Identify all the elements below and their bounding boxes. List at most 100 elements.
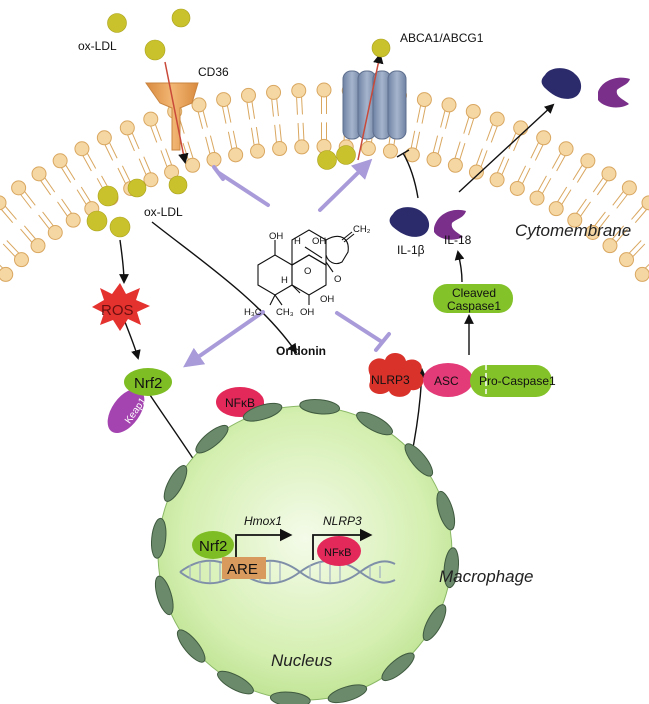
cd36-receptor-icon <box>145 61 199 165</box>
lipid-tail <box>205 136 211 155</box>
are-label: ARE <box>227 561 258 578</box>
lipid-tail <box>276 98 279 117</box>
nuclear-pore <box>422 604 447 641</box>
lipid-tail <box>596 179 609 196</box>
lipid-tail <box>274 124 278 143</box>
svg-text:CH₂: CH₂ <box>353 224 371 235</box>
lipid-tail <box>202 109 208 128</box>
nuclear-pore <box>195 424 229 454</box>
nrf2-nucleus-label: Nrf2 <box>199 538 227 555</box>
lipid-head <box>119 120 135 136</box>
lipid-tail <box>297 123 300 142</box>
svg-text:OH: OH <box>300 307 314 318</box>
lipid-head <box>266 84 282 100</box>
lipid-tail <box>82 154 92 172</box>
lipid-tail <box>644 263 649 269</box>
lipid-tail <box>631 205 644 220</box>
lipid-tail <box>117 167 127 185</box>
oridonin-atom-labels: OH H OH CH₂ O O H H₃C CH₃ OH OH <box>244 224 371 318</box>
lipid-tail <box>232 130 238 149</box>
lipid-tail <box>579 201 591 217</box>
lipid-tail <box>143 156 152 174</box>
lipid-tail <box>227 131 233 150</box>
lipid-head <box>74 141 90 157</box>
lipid-head <box>185 157 201 173</box>
lipid-head <box>360 141 376 157</box>
lipid-head <box>468 164 484 180</box>
lipid-tail <box>279 124 282 143</box>
lipid-tail <box>611 225 625 240</box>
asc-label: ASC <box>434 374 459 388</box>
lipid-tail <box>530 141 540 159</box>
lipid-head <box>31 166 47 182</box>
gene-arrows <box>235 528 373 560</box>
lipid-head <box>513 120 529 136</box>
lipid-tail <box>165 148 173 166</box>
lipid-tail <box>556 154 566 172</box>
lipid-head <box>585 225 601 241</box>
lipid-tail <box>541 178 552 195</box>
lipid-tail <box>160 150 168 168</box>
lipid-tail <box>508 132 517 150</box>
lipid-head <box>11 180 27 196</box>
lipid-tail <box>302 122 305 141</box>
lipid-tail <box>2 243 16 258</box>
lipid-tail <box>121 165 131 183</box>
il18-label: IL-18 <box>444 233 472 247</box>
lipid-tail <box>61 198 73 215</box>
lipid-head <box>291 83 307 99</box>
lipid-tail <box>416 104 422 123</box>
lipid-tail <box>486 123 494 141</box>
nuclear-pore <box>163 465 188 502</box>
lipid-tail <box>521 167 531 185</box>
lipid-tail <box>437 136 443 155</box>
nuclear-pore <box>356 411 393 436</box>
lipid-head <box>489 172 505 188</box>
lipid-head <box>567 212 583 228</box>
lipid-tail <box>592 177 604 193</box>
lipid-tail <box>126 134 135 152</box>
lipid-tail <box>415 131 421 150</box>
lipid-head <box>250 143 266 159</box>
lipid-tail <box>463 116 470 134</box>
lipid-tail <box>57 201 69 217</box>
lipid-head <box>529 190 545 206</box>
ros-label: ROS <box>101 302 134 319</box>
cd36-label: CD36 <box>198 65 229 79</box>
lipid-head <box>536 130 552 146</box>
il1b-label: IL-1β <box>397 243 425 257</box>
lipid-tail <box>410 130 416 149</box>
lipid-head <box>447 157 463 173</box>
nuclear-pore <box>242 402 283 422</box>
lipid-head <box>621 180 637 196</box>
nucleus-label: Nucleus <box>271 651 333 670</box>
lipid-tail <box>226 104 232 123</box>
lipid-tail <box>65 164 76 181</box>
lipid-head <box>96 130 112 146</box>
lipid-head <box>465 103 481 119</box>
nuclear-pore <box>381 652 415 682</box>
cleaved-line1: Cleaved <box>452 286 496 300</box>
lipid-tail <box>38 214 51 230</box>
oridonin-label: Oridonin <box>276 344 326 358</box>
lipid-tail <box>296 96 298 115</box>
svg-text:O: O <box>334 274 341 285</box>
nuclear-pore <box>404 443 434 477</box>
lipid-tail <box>572 164 583 181</box>
svg-text:CH₃: CH₃ <box>276 307 294 318</box>
lipid-head <box>548 201 564 217</box>
lipid-tail <box>496 156 505 174</box>
lipid-head <box>30 238 46 254</box>
lipid-head <box>0 195 7 211</box>
lipid-head <box>240 87 256 103</box>
lipid-tail <box>44 177 56 193</box>
lipid-head <box>143 172 159 188</box>
lipid-head <box>601 166 617 182</box>
lipid-tail <box>0 264 4 269</box>
lipid-tail <box>108 141 118 159</box>
nuclear-pore <box>436 490 456 531</box>
lipid-tail <box>209 135 216 154</box>
lipid-tail <box>251 100 256 119</box>
lipid-tail <box>612 190 625 206</box>
lipid-tail <box>221 105 227 124</box>
